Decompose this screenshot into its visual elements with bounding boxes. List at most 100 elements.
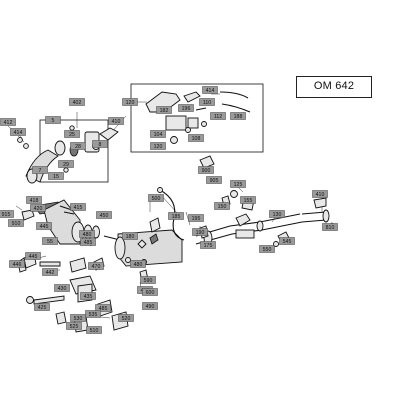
callout-55: 55 — [42, 237, 58, 245]
callout-25: 25 — [64, 130, 80, 138]
callout-number: 430 — [58, 286, 67, 292]
callout-badge — [70, 314, 86, 322]
callout-155: 155 — [240, 196, 256, 204]
callout-810: 810 — [322, 223, 338, 231]
callout-number: 435 — [84, 294, 93, 300]
callout-420: 420 — [30, 204, 46, 212]
callout-number: 155 — [244, 198, 253, 204]
callout-525: 525 — [66, 322, 82, 330]
callout-number: 915 — [2, 212, 11, 218]
callout-402: 402 — [69, 98, 85, 106]
callout-number: 480 — [83, 232, 92, 238]
callout-number: 410 — [316, 192, 325, 198]
callout-number: 55 — [47, 239, 53, 245]
callout-badge — [36, 222, 52, 230]
callout-number: 110 — [203, 100, 211, 106]
callout-badge — [148, 194, 164, 202]
frame-group-left — [39, 119, 109, 183]
callout-number: 905 — [210, 178, 219, 184]
callout-badge — [142, 302, 158, 310]
callout-number: 470 — [92, 264, 101, 270]
callout-badge — [108, 117, 124, 125]
callout-badge — [88, 262, 104, 270]
callout-badge — [150, 130, 166, 138]
callout-number: 414 — [206, 88, 215, 94]
callout-badge — [312, 190, 328, 198]
callout-number: 25 — [69, 132, 75, 138]
callout-185: 185 — [168, 212, 184, 220]
callout-number: 5 — [52, 118, 55, 124]
callout-104: 104 — [150, 130, 166, 138]
frame-group-upper — [130, 83, 264, 153]
callout-number: 190 — [196, 230, 205, 236]
callout-910: 910 — [8, 219, 24, 227]
callout-number: 480 — [134, 262, 143, 268]
callout-number: 7 — [39, 168, 42, 174]
callout-number: 182 — [160, 108, 169, 114]
engine-model-box: OM 642 — [296, 76, 372, 98]
callout-15: 15 — [48, 172, 64, 180]
callout-7: 7 — [32, 166, 48, 174]
callout-badge — [192, 228, 208, 236]
callout-480: 480 — [130, 260, 146, 268]
callout-badge — [188, 134, 204, 142]
callout-badge — [214, 202, 230, 210]
callout-number: 600 — [146, 290, 155, 296]
callout-number: 418 — [30, 198, 39, 204]
callout-badge — [142, 288, 158, 296]
callout-number: 900 — [202, 168, 211, 174]
callout-415: 415 — [70, 203, 86, 211]
callout-485: 485 — [95, 304, 111, 312]
callout-430: 430 — [54, 284, 70, 292]
callout-number: 185 — [172, 214, 181, 220]
callout-badge — [66, 322, 82, 330]
callout-badge — [0, 210, 14, 218]
callout-number: 415 — [74, 205, 83, 211]
callout-badge — [42, 268, 58, 276]
callout-number: 485 — [99, 306, 108, 312]
callout-number: 8 — [99, 142, 102, 148]
engine-model-label: OM 642 — [313, 80, 355, 92]
callout-number: 530 — [74, 316, 83, 322]
callout-130: 130 — [269, 210, 285, 218]
callout-445: 445 — [25, 252, 41, 260]
callout-8: 8 — [92, 140, 108, 148]
callout-510: 510 — [86, 326, 102, 334]
callout-number: 120 — [154, 144, 163, 150]
callout-188: 188 — [230, 112, 246, 120]
callout-number: 510 — [90, 328, 99, 334]
callout-badge — [206, 176, 222, 184]
callout-badge — [0, 118, 16, 126]
callout-badge — [202, 86, 218, 94]
callout-485: 485 — [80, 238, 96, 246]
callout-450: 450 — [96, 211, 112, 219]
callout-badge — [86, 326, 102, 334]
callout-number: 15 — [53, 174, 59, 180]
callout-badge — [70, 142, 86, 150]
callout-badge — [122, 232, 138, 240]
callout-545: 545 — [279, 237, 295, 245]
callout-badge — [95, 304, 111, 312]
callout-badge — [96, 211, 112, 219]
callout-badge — [58, 160, 74, 168]
callout-badge — [70, 203, 86, 211]
callout-442: 442 — [42, 268, 58, 276]
callout-badge — [26, 196, 42, 204]
callout-badge — [45, 116, 61, 124]
callout-915: 915 — [0, 210, 14, 218]
callout-badge — [130, 260, 146, 268]
callout-badge — [80, 238, 96, 246]
callout-195: 195 — [188, 214, 204, 222]
callout-badge — [156, 106, 172, 114]
callout-number: 412 — [4, 120, 13, 126]
callout-badge — [10, 128, 26, 136]
callout-125: 125 — [230, 180, 246, 188]
callout-badge — [42, 237, 58, 245]
callout-number: 28 — [75, 144, 81, 150]
callout-number: 535 — [89, 312, 98, 318]
callout-number: 450 — [100, 213, 109, 219]
callout-badge — [240, 196, 256, 204]
callout-446: 446 — [9, 260, 25, 268]
callout-number: 120 — [126, 100, 135, 106]
callout-190: 190 — [192, 228, 208, 236]
